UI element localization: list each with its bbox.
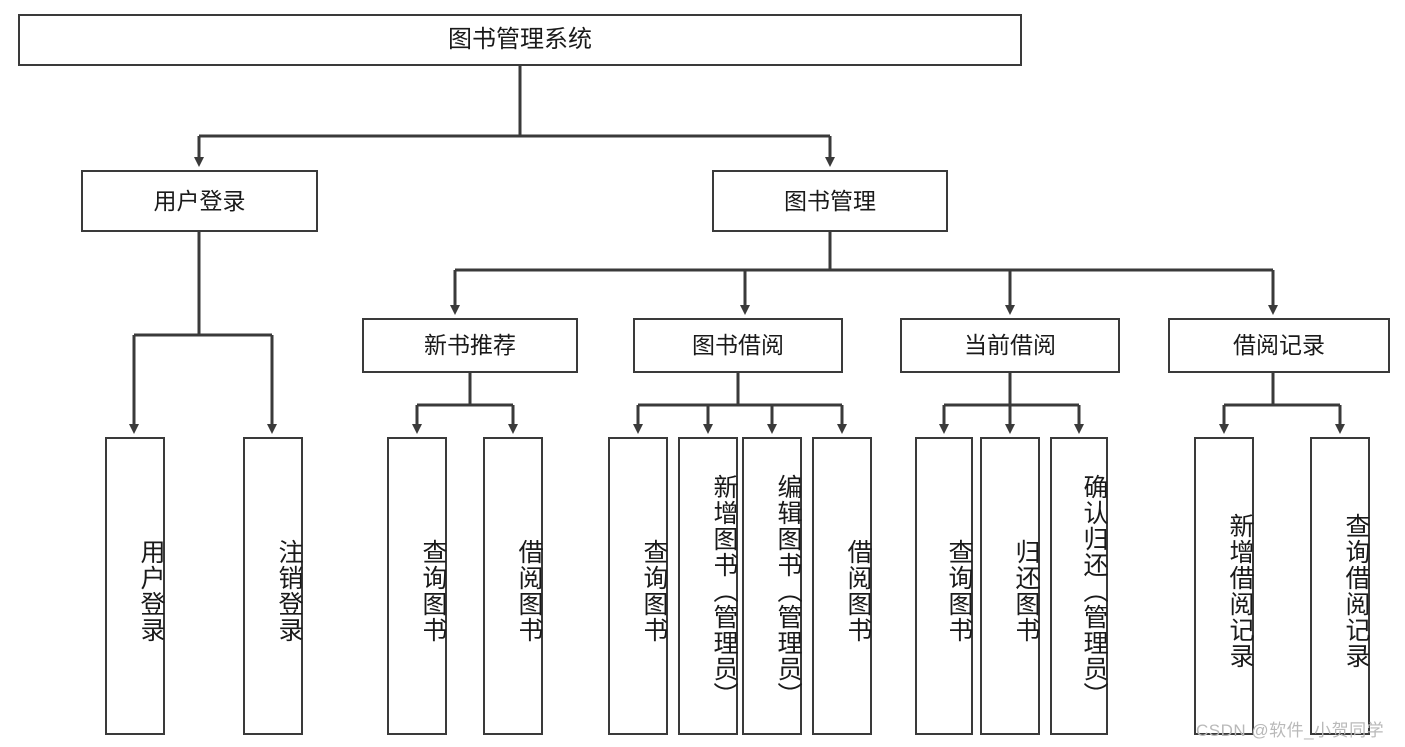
node-leaf-add-book[interactable]: 新增图书（管理员） <box>678 437 738 735</box>
node-leaf-query-book-3[interactable]: 查询图书 <box>915 437 973 735</box>
node-user-login[interactable]: 用户登录 <box>81 170 318 232</box>
node-leaf-confirm-return[interactable]: 确认归还（管理员） <box>1050 437 1108 735</box>
node-leaf-borrow-book-2[interactable]: 借阅图书 <box>812 437 872 735</box>
node-leaf-edit-book[interactable]: 编辑图书（管理员） <box>742 437 802 735</box>
node-leaf-add-record[interactable]: 新增借阅记录 <box>1194 437 1254 735</box>
node-leaf-logout[interactable]: 注销登录 <box>243 437 303 735</box>
node-leaf-return-book[interactable]: 归还图书 <box>980 437 1040 735</box>
node-leaf-user-login[interactable]: 用户登录 <box>105 437 165 735</box>
node-leaf-borrow-book-1[interactable]: 借阅图书 <box>483 437 543 735</box>
node-leaf-query-book-1[interactable]: 查询图书 <box>387 437 447 735</box>
node-borrow-record[interactable]: 借阅记录 <box>1168 318 1390 373</box>
node-new-book-recommend[interactable]: 新书推荐 <box>362 318 578 373</box>
node-current-borrow[interactable]: 当前借阅 <box>900 318 1120 373</box>
node-leaf-query-book-2[interactable]: 查询图书 <box>608 437 668 735</box>
node-book-borrow[interactable]: 图书借阅 <box>633 318 843 373</box>
node-root[interactable]: 图书管理系统 <box>18 14 1022 66</box>
node-leaf-query-record[interactable]: 查询借阅记录 <box>1310 437 1370 735</box>
node-book-manage[interactable]: 图书管理 <box>712 170 948 232</box>
csdn-watermark: CSDN @软件_小贺同学 <box>1196 721 1385 740</box>
